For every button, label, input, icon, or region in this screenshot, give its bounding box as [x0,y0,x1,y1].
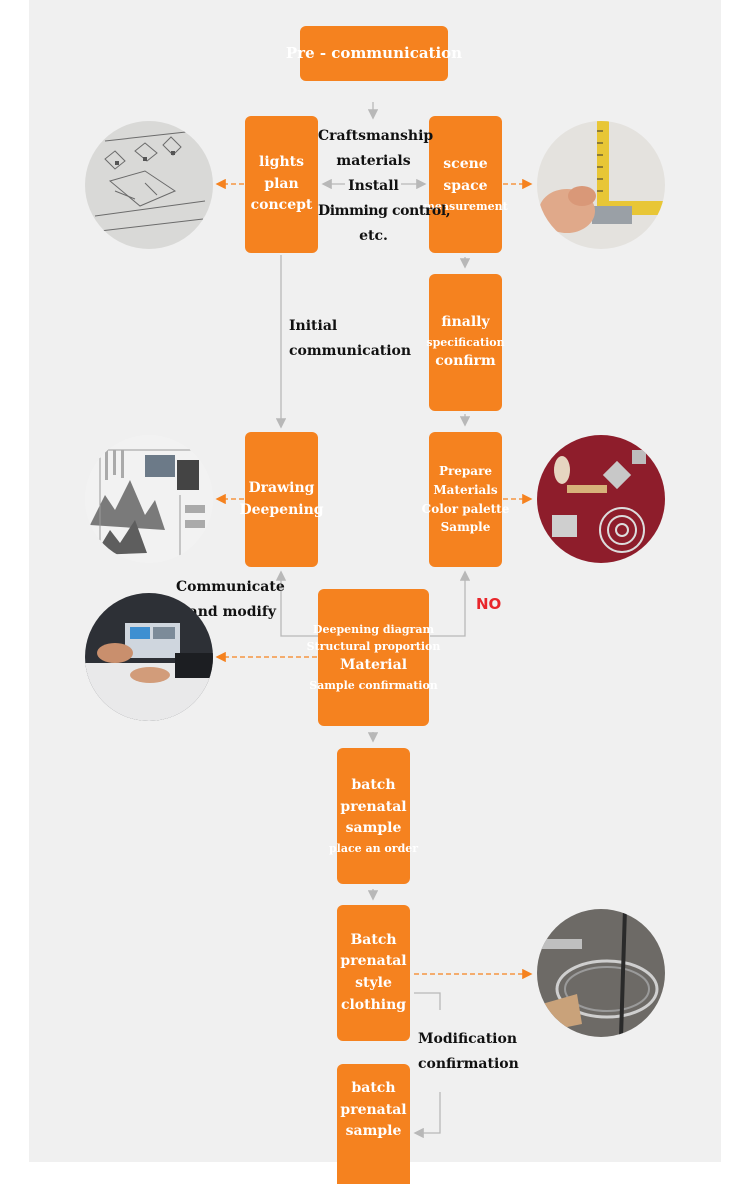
step-text: batch [351,1080,396,1096]
no-label: NO [476,595,502,613]
step-text: sample [345,1123,402,1140]
label-text: Install [348,178,399,194]
step-text: space [443,177,488,194]
sketch-photo [85,121,213,249]
step-finally-specification-confirm: finally specification confirm [426,274,505,411]
label-text: Communicate [176,579,285,595]
step-text: Structural proportion [306,640,441,654]
step-text: confirm [435,353,496,370]
step-text: plan [264,175,299,192]
step-text: Deepening diagram [312,623,435,637]
step-text: Deepening [239,501,324,518]
label-craftsmanship: Craftsmanship materials Install Dimming … [318,124,451,249]
arrow-deepening-drawing [275,570,318,637]
arrow-deepening-prepare [430,570,471,637]
step-text: clothing [340,996,407,1013]
drawings-photo [85,435,213,563]
step-batch-prenatal-style-clothing: Batch prenatal style clothing [337,905,410,1041]
step-text: finally [441,314,490,331]
step-batch-prenatal-sample: batch prenatal sample place an order [329,748,418,884]
arrow-modification-bottom [413,1092,441,1139]
step-text: Batch [350,931,397,948]
meeting-photo [85,593,213,721]
step-batch-prenatal-sample-final: batch prenatal sample [337,1064,410,1184]
step-lights-plan-concept: lights plan concept [245,116,318,253]
tape-measure-photo [537,121,665,249]
label-text: confirmation [418,1056,519,1072]
step-text: lights [259,153,304,170]
step-text: Material [339,657,408,674]
step-text: measurement [423,199,508,213]
step-text: prenatal [340,1101,407,1118]
step-text: Materials [433,482,498,497]
step-text: specification [426,335,505,349]
step-text: batch [351,776,396,793]
label-text: Modification [418,1031,518,1047]
step-text: style [355,975,392,991]
label-text: Initial [289,318,338,334]
label-text: communication [289,343,412,359]
step-text: Sample [440,520,491,535]
step-text: concept [250,197,313,214]
step-text: Color palette [421,501,510,516]
label-text: etc. [359,228,388,244]
step-prepare-materials: Prepare Materials Color palette Sample [422,432,509,567]
label-text: and modify [188,604,276,620]
line-modification-top [414,992,441,1010]
label-modification-confirmation: Modification confirmation [418,1027,519,1077]
label-text: materials [336,153,411,169]
label-communicate-modify: Communicate and modify [176,575,285,625]
step-text: Prepare [438,464,493,479]
step-text: Sample confirmation [309,678,438,692]
step-text: sample [345,820,402,837]
label-text: Craftsmanship [318,128,434,144]
step-text: place an order [328,842,419,855]
step-text: Drawing [248,479,315,496]
step-text: Pre - communication [285,43,463,62]
step-text: prenatal [340,798,407,815]
step-text: scene [443,156,488,173]
step-deepening-diagram: Deepening diagram Structural proportion … [307,589,440,726]
label-initial-communication: Initial communication [289,314,411,364]
label-text: Dimming control, [318,203,451,219]
step-text: prenatal [340,953,407,970]
lamp-ring-photo [537,909,665,1037]
material-samples-photo [537,435,665,563]
step-drawing-deepening: Drawing Deepening [239,432,324,567]
step-pre-communication: Pre - communication [286,26,462,81]
step-scene-space-measurement: scene space measurement [423,116,508,253]
